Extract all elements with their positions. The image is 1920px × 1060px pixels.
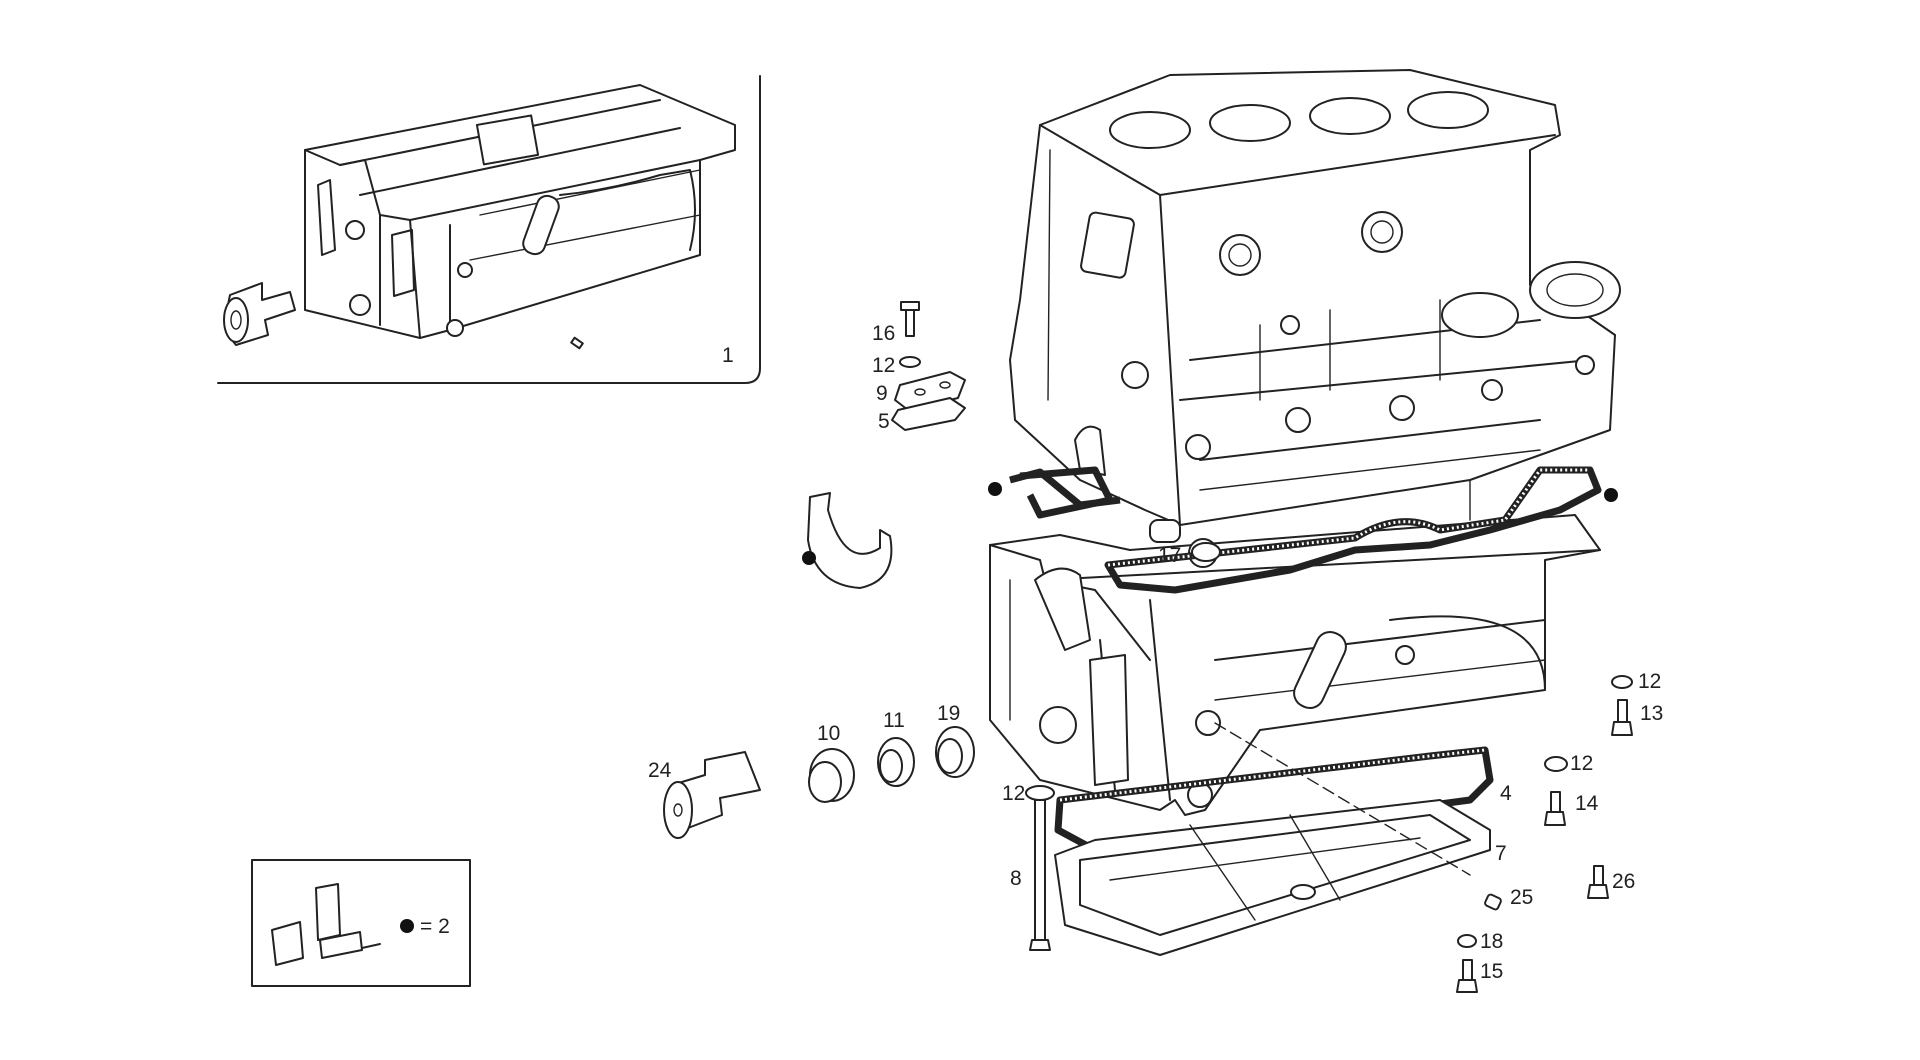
inset-crankcase: [217, 75, 761, 384]
callout-4: 4: [1500, 782, 1512, 805]
callout-labels: 1 4 5 7 8 9 10 11 12 12 12 12 13 14 15 1…: [420, 322, 1663, 983]
rear-seal-parts: [663, 726, 975, 839]
rear-seal-carrier: [802, 492, 893, 589]
callout-16: 16: [872, 322, 895, 345]
callout-12-right: 12: [1570, 752, 1593, 775]
callout-19: 19: [937, 702, 960, 725]
bolt-8: [1025, 785, 1055, 951]
callout-25: 25: [1510, 886, 1533, 909]
legend-frame: [251, 859, 471, 987]
callout-14: 14: [1575, 792, 1599, 815]
callout-9: 9: [876, 382, 888, 405]
callout-11: 11: [883, 709, 905, 732]
callout-15: 15: [1480, 960, 1503, 983]
right-fasteners: [1456, 675, 1633, 993]
callout-10: 10: [817, 722, 840, 745]
callout-17: 17: [1158, 544, 1181, 567]
cylinder-block: [1009, 69, 1621, 526]
inset-frame: [217, 75, 761, 384]
legend-box: [251, 859, 471, 987]
centerline: [1214, 722, 1471, 876]
callout-12-bolt: 12: [1002, 782, 1025, 805]
callout-12-top: 12: [872, 354, 895, 377]
callout-26: 26: [1612, 870, 1635, 893]
oil-sump: [1054, 799, 1491, 956]
callout-5: 5: [878, 410, 890, 433]
side-gasket-left: [988, 466, 1618, 519]
cover-plate-stack: [891, 301, 966, 431]
boss-17: [1191, 542, 1221, 562]
sump-gasket: [1054, 746, 1494, 854]
callout-12-right-top: 12: [1638, 670, 1661, 693]
legend-dot-icon: [400, 919, 414, 933]
callout-7: 7: [1495, 842, 1507, 865]
callout-1: 1: [722, 344, 734, 367]
callout-24: 24: [648, 759, 672, 782]
callout-18: 18: [1480, 930, 1503, 953]
marker-dot-right-icon: [1604, 488, 1618, 502]
legend-text: = 2: [420, 915, 450, 938]
marker-dot-left-icon: [988, 482, 1002, 496]
callout-13: 13: [1640, 702, 1663, 725]
marker-dot-icon: [802, 551, 816, 565]
callout-8: 8: [1010, 867, 1022, 890]
